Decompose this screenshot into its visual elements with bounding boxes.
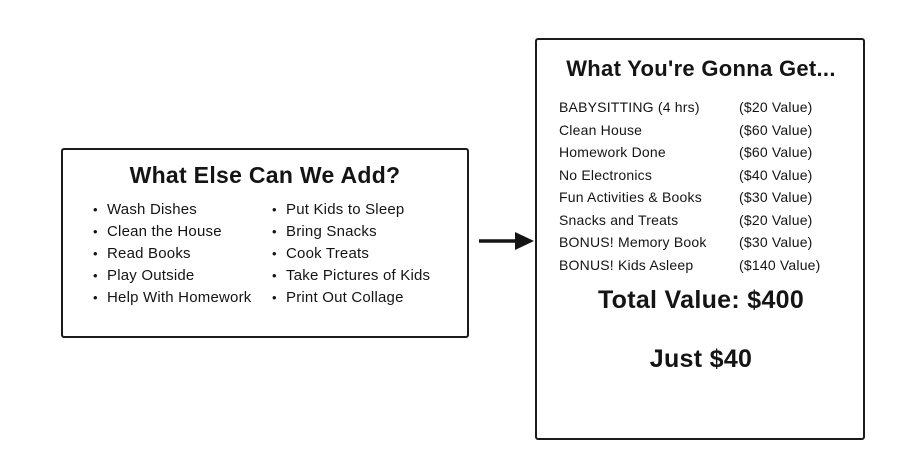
add-ons-title: What Else Can We Add? — [129, 162, 401, 188]
offer-item-label: BABYSITTING (4 hrs) — [559, 99, 700, 115]
offer-item-label: No Electronics — [559, 166, 653, 183]
list-item: • Play Outside — [93, 265, 272, 287]
offer-row: Snacks and Treats ($20 Value) — [559, 209, 843, 232]
offer-item-label: Homework Done — [559, 144, 666, 160]
offer-item-value: ($20 Value) — [739, 99, 813, 115]
offer-row: BONUS! Kids Asleep ($140 Value) — [559, 254, 843, 277]
offer-item-label: BONUS! Kids Asleep — [559, 256, 694, 273]
offer-item-label: Fun Activities & Books — [559, 189, 702, 205]
list-item: • Put Kids to Sleep — [272, 199, 451, 221]
add-ons-list-right: • Put Kids to Sleep • Bring Snacks • Coo… — [272, 199, 451, 309]
total-value-text: Total Value: $400 — [597, 286, 805, 314]
list-item-label: Play Outside — [107, 267, 195, 284]
list-item: • Take Pictures of Kids — [272, 265, 451, 287]
list-item-label: Cook Treats — [286, 245, 370, 262]
list-item: • Wash Dishes — [93, 199, 272, 221]
list-item: • Read Books — [93, 243, 272, 265]
bullet-icon: • — [93, 202, 98, 217]
offer-item-value: ($140 Value) — [739, 256, 821, 273]
offer-row: BONUS! Memory Book ($30 Value) — [559, 231, 843, 254]
bullet-icon: • — [93, 224, 98, 239]
add-ons-list-left: • Wash Dishes • Clean the House • Read B… — [93, 199, 272, 309]
bullet-icon: • — [272, 268, 277, 283]
list-item-label: Take Pictures of Kids — [286, 267, 431, 284]
list-item: • Clean the House — [93, 221, 272, 243]
add-ons-box: What Else Can We Add? • Wash Dishes • Cl… — [61, 148, 469, 338]
offer-item-label: BONUS! Memory Book — [559, 234, 707, 250]
offer-row: Clean House ($60 Value) — [559, 119, 843, 142]
list-item-label: Put Kids to Sleep — [286, 201, 405, 218]
offer-title: What You're Gonna Get... — [566, 56, 836, 81]
offer-item-label: Snacks and Treats — [559, 211, 679, 228]
offer-item-value: ($20 Value) — [739, 211, 813, 228]
list-item: • Bring Snacks — [272, 221, 451, 243]
list-item-label: Bring Snacks — [286, 223, 377, 240]
offer-row: BABYSITTING (4 hrs) ($20 Value) — [559, 96, 843, 119]
list-item-label: Clean the House — [107, 223, 222, 240]
offer-item-value: ($30 Value) — [739, 189, 813, 205]
list-item: • Help With Homework — [93, 287, 272, 309]
right-arrow-icon — [479, 232, 534, 250]
bullet-icon: • — [272, 224, 277, 239]
offer-item-value: ($60 Value) — [739, 144, 813, 160]
list-item-label: Print Out Collage — [286, 289, 404, 306]
price-text: Just $40 — [649, 345, 753, 373]
bullet-icon: • — [93, 268, 98, 283]
offer-item-label: Clean House — [559, 121, 643, 138]
offer-row: Fun Activities & Books ($30 Value) — [559, 186, 843, 209]
add-ons-columns: • Wash Dishes • Clean the House • Read B… — [79, 199, 451, 309]
offer-rows: BABYSITTING (4 hrs) ($20 Value) Clean Ho… — [559, 96, 843, 276]
offer-item-value: ($30 Value) — [739, 234, 813, 250]
offer-row: Homework Done ($60 Value) — [559, 141, 843, 164]
offer-box: What You're Gonna Get... BABYSITTING (4 … — [535, 38, 865, 440]
bullet-icon: • — [272, 202, 277, 217]
list-item-label: Wash Dishes — [107, 201, 198, 218]
offer-item-value: ($40 Value) — [739, 166, 813, 183]
offer-row: No Electronics ($40 Value) — [559, 164, 843, 187]
bullet-icon: • — [272, 290, 277, 305]
list-item: • Cook Treats — [272, 243, 451, 265]
list-item-label: Help With Homework — [107, 289, 252, 306]
bullet-icon: • — [272, 246, 277, 261]
list-item: • Print Out Collage — [272, 287, 451, 309]
list-item-label: Read Books — [107, 245, 191, 262]
bullet-icon: • — [93, 246, 98, 261]
bullet-icon: • — [93, 290, 98, 305]
offer-item-value: ($60 Value) — [739, 121, 813, 138]
